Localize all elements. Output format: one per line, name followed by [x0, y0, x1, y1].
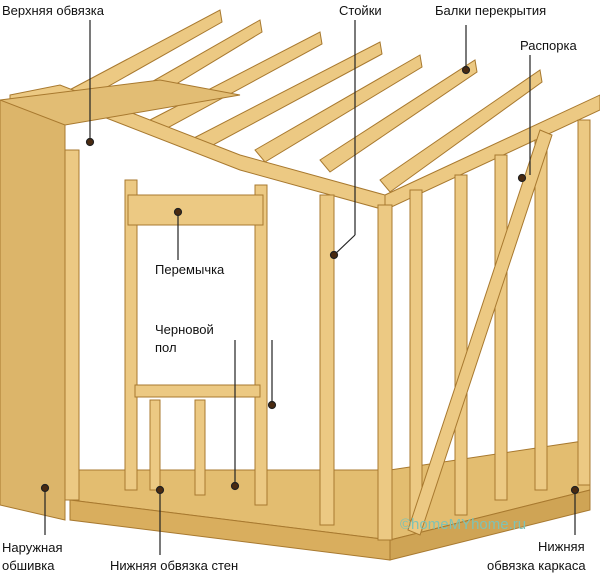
label-frame-sill-1: Нижняя: [538, 539, 585, 554]
brace: [407, 129, 553, 536]
label-subfloor-1: Черновой: [155, 322, 214, 337]
label-studs: Стойки: [339, 3, 382, 18]
label-brace: Распорка: [520, 38, 577, 53]
lintel: [127, 194, 264, 226]
label-top-plate: Верхняя обвязка: [2, 3, 104, 18]
label-bottom-wall-plate: Нижняя обвязка стен: [110, 558, 239, 573]
label-joists: Балки перекрытия: [435, 3, 547, 18]
label-subfloor-2: пол: [155, 340, 177, 355]
joist: [379, 69, 543, 193]
label-sheathing-2: обшивка: [2, 558, 55, 573]
osb-sheathing: [0, 99, 66, 521]
watermark: ©homeMYhome.ru: [400, 516, 527, 533]
label-sheathing-1: Наружная: [2, 540, 63, 555]
joist: [254, 54, 423, 163]
label-frame-sill-2: обвязка каркаса: [487, 558, 586, 573]
label-lintel: Перемычка: [155, 262, 225, 277]
joist: [319, 59, 478, 173]
